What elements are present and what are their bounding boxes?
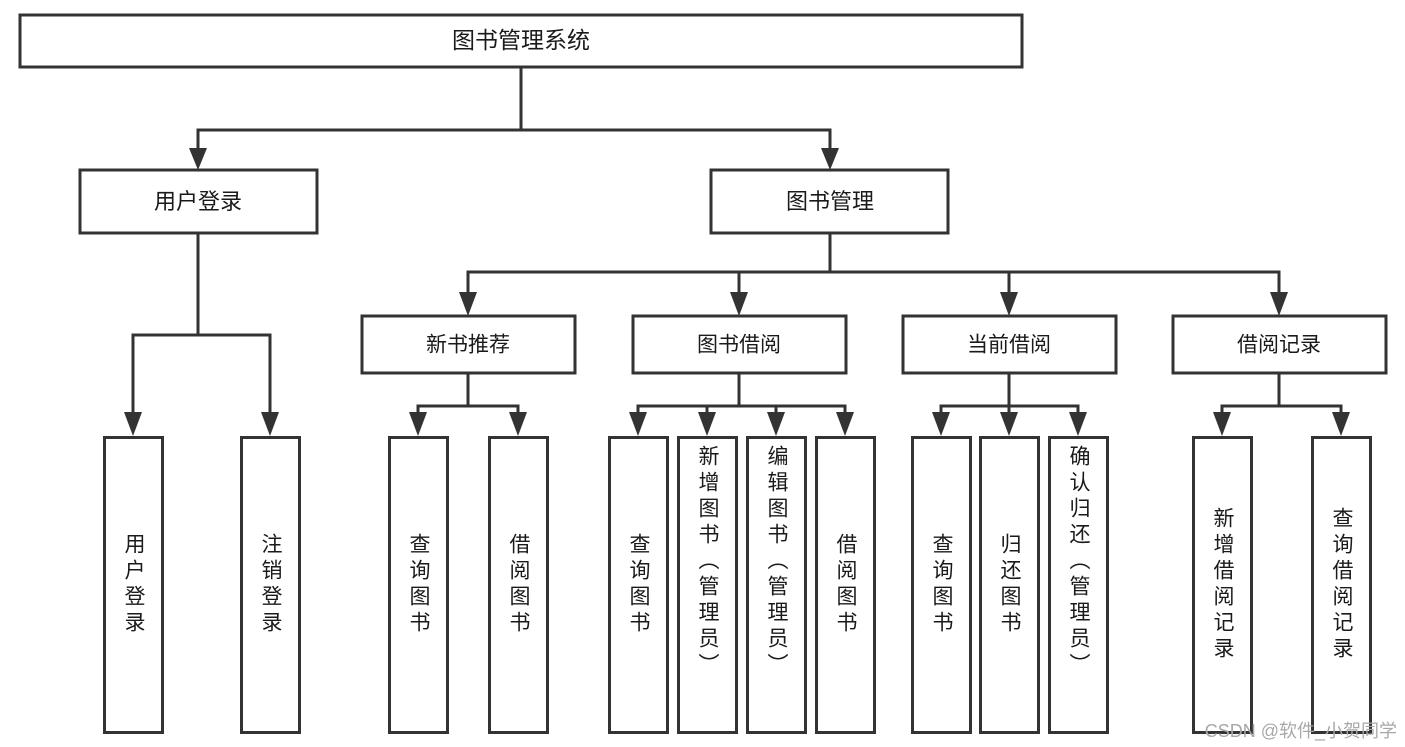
connector-group-borrowrecord xyxy=(1213,371,1350,436)
leaf-label-query-borrow-record: 查询借阅记录 xyxy=(1330,507,1353,663)
arrowhead-newbook xyxy=(459,292,477,316)
node-book-management-box[interactable] xyxy=(709,168,950,235)
arrowhead-currentborrow-leaf-2 xyxy=(1000,412,1018,436)
leaf-node-query-book-2[interactable]: 查询图书 xyxy=(608,436,669,734)
arrowhead-newbook-leaf-1 xyxy=(409,412,427,436)
connector-group-newbook xyxy=(409,371,527,436)
leaf-label-logout: 注销登录 xyxy=(259,533,282,637)
arrowhead-leaf-userlogin xyxy=(124,412,142,436)
leaf-node-user-login[interactable]: 用户登录 xyxy=(103,436,164,734)
leaf-node-add-borrow-record[interactable]: 新增借阅记录 xyxy=(1192,436,1253,734)
node-book-borrow-box[interactable] xyxy=(631,314,848,375)
leaf-node-borrow-book-1[interactable]: 借阅图书 xyxy=(488,436,549,734)
node-current-borrow[interactable]: 当前借阅 xyxy=(901,314,1118,375)
node-new-book-recommend-label: 新书推荐 xyxy=(426,334,510,357)
leaf-node-return-book[interactable]: 归还图书 xyxy=(979,436,1040,734)
leaf-label-user-login: 用户登录 xyxy=(122,533,145,637)
arrowhead-borrowbook xyxy=(730,292,748,316)
arrowhead-borrowrecord xyxy=(1270,292,1288,316)
arrowhead-borrowrecord-leaf-1 xyxy=(1213,412,1231,436)
node-new-book-recommend-box[interactable] xyxy=(360,314,577,375)
arrowhead-borrowbook-leaf-1 xyxy=(629,412,647,436)
arrowhead-borrowbook-leaf-4 xyxy=(836,412,854,436)
leaf-label-borrow-book-2: 借阅图书 xyxy=(834,533,857,637)
leaf-node-borrow-book-2[interactable]: 借阅图书 xyxy=(815,436,876,734)
leaf-node-confirm-return[interactable]: 确认归还（管理员） xyxy=(1048,436,1109,734)
leaf-node-query-book-1[interactable]: 查询图书 xyxy=(388,436,449,734)
node-book-borrow[interactable]: 图书借阅 xyxy=(631,314,848,375)
node-root[interactable]: 图书管理系统 xyxy=(18,13,1024,69)
node-current-borrow-label: 当前借阅 xyxy=(967,334,1051,357)
node-borrow-record[interactable]: 借阅记录 xyxy=(1171,314,1388,375)
connector-group-root xyxy=(189,65,839,170)
leaf-label-borrow-book-1: 借阅图书 xyxy=(507,533,530,637)
node-borrow-record-box[interactable] xyxy=(1171,314,1388,375)
node-root-box[interactable] xyxy=(18,13,1024,69)
arrowhead-borrowrecord-leaf-2 xyxy=(1332,412,1350,436)
leaf-label-add-book: 新增图书（管理员） xyxy=(696,445,719,679)
leaf-node-query-book-3[interactable]: 查询图书 xyxy=(911,436,972,734)
leaf-label-return-book: 归还图书 xyxy=(998,533,1021,637)
arrowhead-currentborrow-leaf-3 xyxy=(1069,412,1087,436)
arrowhead-borrowbook-leaf-2 xyxy=(698,412,716,436)
node-root-label: 图书管理系统 xyxy=(452,27,590,53)
leaf-label-query-book-1: 查询图书 xyxy=(407,533,430,637)
leaf-label-edit-book: 编辑图书（管理员） xyxy=(765,445,788,679)
node-user-login-box[interactable] xyxy=(78,168,319,235)
leaf-node-query-borrow-record[interactable]: 查询借阅记录 xyxy=(1311,436,1372,734)
arrowhead-newbook-leaf-2 xyxy=(509,412,527,436)
arrowhead-userlogin xyxy=(189,148,207,170)
connector-group-bookmgmt xyxy=(459,231,1288,316)
arrowhead-leaf-logout xyxy=(261,412,279,436)
node-borrow-record-label: 借阅记录 xyxy=(1237,334,1321,357)
leaf-label-query-book-3: 查询图书 xyxy=(930,533,953,637)
arrowhead-borrowbook-leaf-3 xyxy=(767,412,785,436)
arrowhead-currentborrow xyxy=(1000,292,1018,316)
leaf-label-confirm-return: 确认归还（管理员） xyxy=(1067,445,1090,679)
connector-group-currentborrow xyxy=(932,371,1087,436)
arrowhead-bookmgmt xyxy=(821,148,839,170)
connector-group-userlogin xyxy=(124,231,279,436)
arrowhead-currentborrow-leaf-1 xyxy=(932,412,950,436)
leaf-node-edit-book[interactable]: 编辑图书（管理员） xyxy=(746,436,807,734)
connector-group-borrowbook xyxy=(629,371,854,436)
node-user-login[interactable]: 用户登录 xyxy=(78,168,319,235)
leaf-node-logout[interactable]: 注销登录 xyxy=(240,436,301,734)
leaf-node-add-book[interactable]: 新增图书（管理员） xyxy=(677,436,738,734)
leaf-label-query-book-2: 查询图书 xyxy=(627,533,650,637)
node-new-book-recommend[interactable]: 新书推荐 xyxy=(360,314,577,375)
node-user-login-label: 用户登录 xyxy=(154,189,242,214)
node-book-borrow-label: 图书借阅 xyxy=(697,334,781,357)
leaf-label-add-borrow-record: 新增借阅记录 xyxy=(1211,507,1234,663)
node-current-borrow-box[interactable] xyxy=(901,314,1118,375)
node-book-management-label: 图书管理 xyxy=(786,189,874,214)
node-book-management[interactable]: 图书管理 xyxy=(709,168,950,235)
